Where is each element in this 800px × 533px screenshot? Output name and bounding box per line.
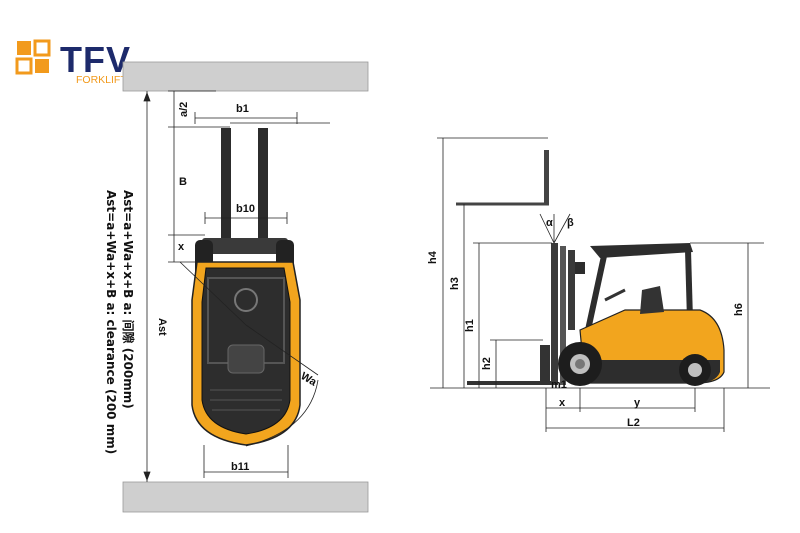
label-x-top: x: [178, 241, 185, 253]
label-Wa: Wa: [299, 370, 320, 389]
label-a-half: a/2: [178, 102, 190, 117]
label-h6: h6: [733, 303, 745, 316]
label-m1: m1: [551, 379, 567, 391]
label-b10: b10: [236, 203, 255, 215]
fork-right: [258, 128, 268, 243]
side-view: h4 h3 h1 h2 h6 α β m1 x y L2: [427, 137, 770, 432]
top-view: b1 b10 a/2 B x Ast Wa b11 Ast=a+Wa+x+B a…: [104, 61, 369, 513]
logo-mark-icon: [15, 39, 51, 75]
aisle-wall-top: [122, 61, 369, 92]
label-h4: h4: [427, 250, 439, 264]
label-Ast: Ast: [156, 318, 168, 336]
label-y: y: [634, 397, 641, 409]
label-h2: h2: [481, 357, 493, 370]
logo-brand: TFV: [60, 39, 131, 80]
label-x-side: x: [559, 397, 566, 409]
formula-chinese: Ast=a+Wa+x+B a: 间隙 (200mm): [121, 190, 136, 409]
formula-english: Ast=a+Wa+x+B a: clearance (200 mm): [104, 190, 118, 454]
label-b11: b11: [231, 461, 249, 473]
fork-left: [221, 128, 231, 243]
raised-fork: [456, 150, 549, 206]
label-alpha: α: [546, 217, 553, 229]
aisle-wall-bottom: [122, 481, 369, 513]
label-b1: b1: [236, 103, 249, 115]
label-beta: β: [567, 217, 574, 229]
label-h3: h3: [449, 277, 461, 290]
forklift-side-view: [467, 243, 725, 386]
label-B: B: [179, 176, 187, 188]
label-h1: h1: [464, 319, 476, 332]
forklift-top-view: [191, 128, 301, 446]
label-L2: L2: [627, 417, 640, 429]
